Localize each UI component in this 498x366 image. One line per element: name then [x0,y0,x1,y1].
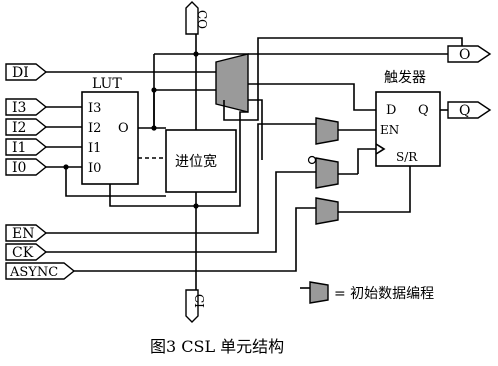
lut-input-i0: I0 [88,161,101,176]
wires [46,34,463,290]
port-di-label: DI [12,65,29,81]
flipflop-q: Q [418,103,429,118]
lut-block: LUT I3 I2 I1 I0 O [81,76,139,185]
lut-input-i1: I1 [88,141,101,156]
port-co-label: CO [195,10,209,29]
port-i3: I3 [5,98,48,116]
port-ci: CI [185,289,206,323]
port-q: Q [447,101,492,119]
lut-title: LUT [92,76,122,92]
legend: = 初始数据编程 [300,281,434,304]
mux-en-select [315,117,339,145]
clock-edge-marker [375,143,386,155]
mux-output-select [215,53,249,113]
port-ci-label: CI [192,294,206,308]
port-en: EN [5,224,48,242]
flipflop-en: EN [380,123,399,137]
port-i0-label: I0 [12,160,26,176]
port-co: CO [185,1,209,35]
flipflop-block: 触发器 D Q EN S/R [375,70,441,167]
port-en-label: EN [12,226,34,242]
legend-text: = 初始数据编程 [334,285,434,302]
lut-input-i3: I3 [88,101,101,116]
junctions [63,51,199,209]
flipflop-d: D [386,103,396,118]
port-i2: I2 [5,118,48,136]
mux-ck-select [315,157,339,189]
port-i3-label: I3 [12,100,26,116]
carry-logic-label: 进位宽 [175,153,217,170]
mux-async-select [315,197,339,225]
port-i0: I0 [5,158,48,176]
flipflop-title: 触发器 [384,70,426,86]
lut-output-o: O [118,121,129,136]
legend-mux-symbol [309,281,329,304]
port-ck-label: CK [12,245,34,261]
port-ck: CK [5,243,48,261]
port-o-label: O [459,47,470,63]
port-di: DI [5,63,48,81]
port-i1: I1 [5,138,48,156]
figure-caption: 图3 CSL 单元结构 [150,337,284,356]
port-i1-label: I1 [12,140,26,156]
port-o: O [447,45,492,63]
carry-logic-block: 进位宽 [165,129,237,193]
flipflop-sr: S/R [396,150,418,164]
lut-input-i2: I2 [88,121,101,136]
port-i2-label: I2 [12,120,26,136]
port-async: ASYNC [5,262,76,280]
port-async-label: ASYNC [9,265,58,280]
port-q-label: Q [459,103,470,119]
